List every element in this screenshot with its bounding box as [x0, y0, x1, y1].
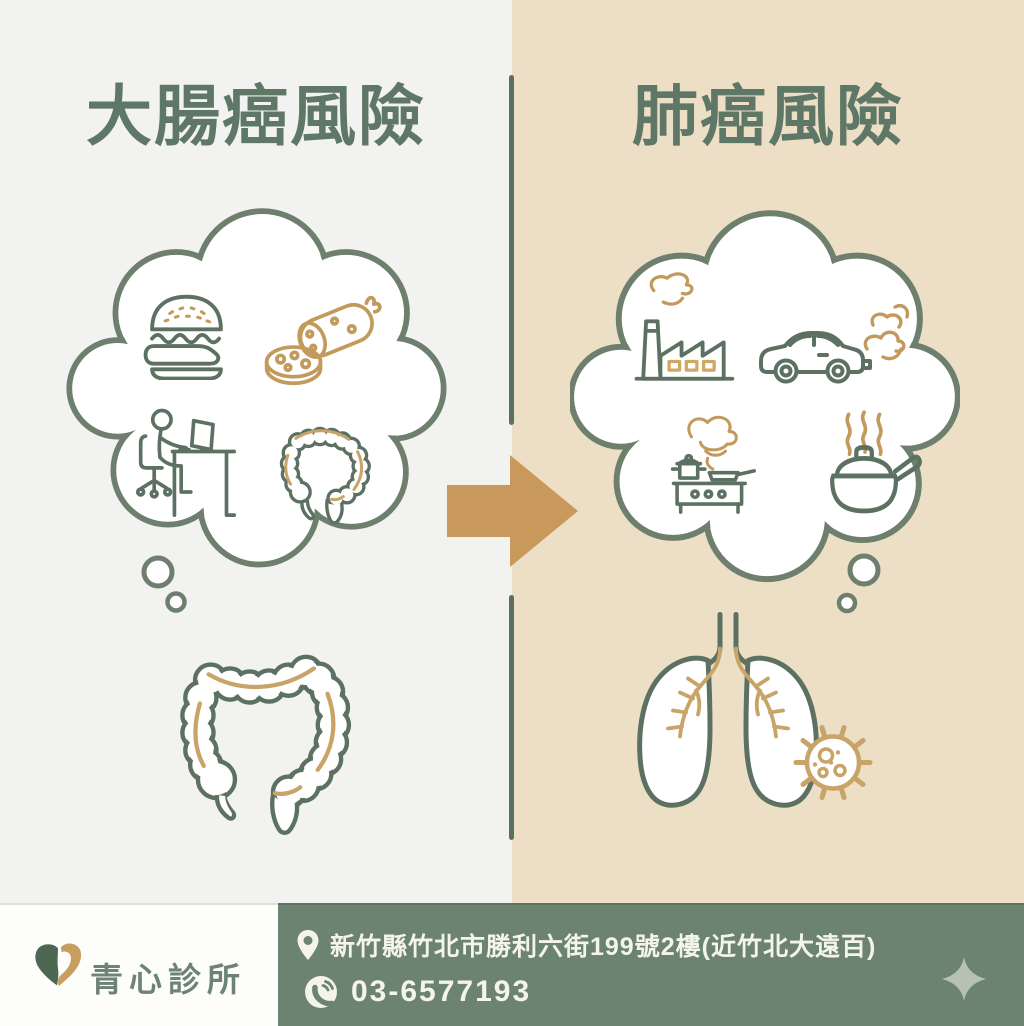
- transition-arrow: [447, 455, 578, 567]
- intestine-icon: [279, 426, 371, 525]
- sausage-icon: [264, 295, 382, 386]
- clinic-heart-logo: [35, 943, 82, 987]
- thought-trail-left: [141, 555, 187, 613]
- clinic-name: 青心診所: [90, 961, 246, 998]
- divider-line-top: [509, 75, 514, 425]
- left-title: 大腸癌風險: [86, 79, 426, 153]
- thought-trail-right: [836, 553, 881, 614]
- address-text: 新竹縣竹北市勝利六街199號2樓(近竹北大遠百): [330, 933, 877, 961]
- right-title: 肺癌風險: [632, 79, 904, 153]
- address-row: 新竹縣竹北市勝利六街199號2樓(近竹北大遠百): [296, 927, 876, 963]
- lungs-illustration: [637, 612, 873, 808]
- phone-row: 03-6577193: [304, 975, 531, 1009]
- sparkle-icon: [942, 957, 986, 1001]
- steaming-pot-icon: [830, 410, 922, 514]
- footer-contact-bar: 新竹縣竹北市勝利六街199號2樓(近竹北大遠百) 03-6577193: [278, 903, 1024, 1026]
- cancer-cell-icon: [793, 725, 873, 800]
- footer-logo-area: 青心診所: [0, 903, 278, 1026]
- hamburger-icon: [143, 294, 223, 380]
- sedentary-person-icon: [135, 408, 237, 517]
- left-thought-bubble: [62, 208, 452, 575]
- cloud-shape: [66, 208, 447, 568]
- car-exhaust-icon: [759, 304, 910, 384]
- right-thought-bubble: [570, 210, 960, 590]
- colon-illustration: [180, 654, 352, 836]
- phone-text: 03-6577193: [351, 975, 532, 1008]
- location-pin-icon: [297, 930, 319, 960]
- factory-smoke-icon: [634, 272, 735, 381]
- divider-line-bottom: [509, 595, 514, 840]
- phone-icon: [305, 976, 337, 1008]
- stove-fumes-icon: [670, 415, 756, 514]
